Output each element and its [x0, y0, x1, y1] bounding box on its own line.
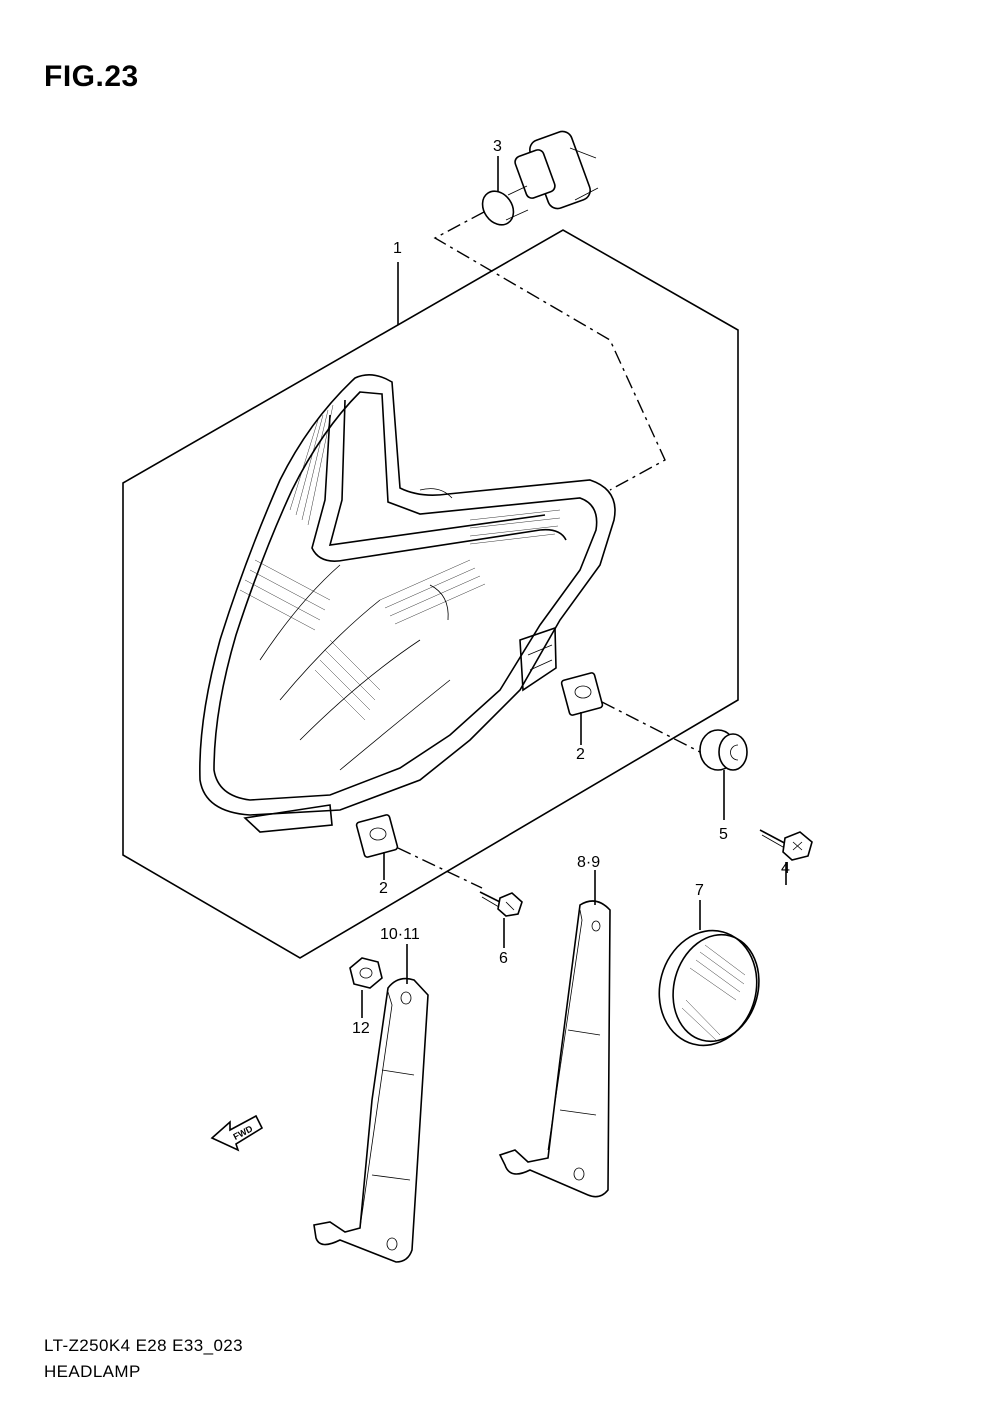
callout-8-9: 8·9 — [577, 854, 601, 871]
callout-6: 6 — [499, 950, 508, 967]
section-name: HEADLAMP — [44, 1362, 141, 1381]
screw-6 — [479, 891, 523, 948]
callout-2-lower: 2 — [379, 880, 388, 897]
headlamp-housing — [199, 374, 616, 833]
model-code: LT-Z250K4 E28 E33_023 — [44, 1336, 244, 1355]
callout-2-upper: 2 — [576, 746, 585, 763]
bulb-socket-part — [481, 130, 599, 226]
reflector-part — [658, 900, 760, 1047]
callout-1: 1 — [393, 240, 402, 257]
clip-nut-lower — [355, 814, 399, 880]
bracket-right — [498, 870, 611, 1198]
nut-12 — [349, 957, 383, 1018]
figure-title: FIG.23 — [44, 60, 139, 93]
callout-10-11: 10·11 — [380, 926, 420, 943]
bulb-leader-line — [433, 211, 666, 491]
clip-nut-upper — [560, 672, 604, 745]
grommet-part — [699, 729, 748, 820]
assembly-boundary — [122, 229, 739, 959]
callout-3: 3 — [493, 138, 502, 155]
fwd-arrow-icon: FWD — [210, 1114, 264, 1152]
callout-7: 7 — [695, 882, 704, 899]
callout-4: 4 — [781, 860, 790, 877]
bracket-left — [313, 944, 429, 1263]
callout-5: 5 — [719, 826, 728, 843]
screw-4 — [759, 829, 813, 885]
callout-12: 12 — [352, 1020, 370, 1037]
